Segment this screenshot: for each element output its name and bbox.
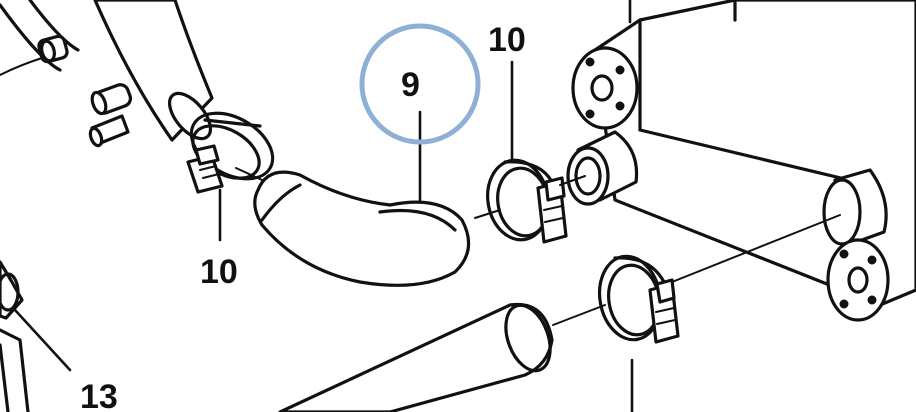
- callout-label-13: 13: [80, 378, 118, 412]
- pipe-bottom-left: [0, 260, 30, 412]
- callout-label-10-top: 10: [488, 21, 526, 59]
- callout-label-10-left: 10: [200, 253, 238, 291]
- highlight-circle: [359, 23, 481, 145]
- heat-exchanger: [566, 0, 916, 322]
- hose-clamp-bottom: [597, 254, 680, 344]
- callout-label-9: 9: [401, 66, 420, 104]
- callout-leaders: [13, 0, 634, 412]
- straight-hose-bottom: [278, 302, 554, 412]
- assembly-lines: [235, 167, 841, 326]
- hose-clamp-left: [186, 111, 275, 194]
- upper-left-pipe: [0, 0, 214, 148]
- hose-clamp-top-right: [486, 158, 568, 244]
- bent-hose: [253, 170, 471, 287]
